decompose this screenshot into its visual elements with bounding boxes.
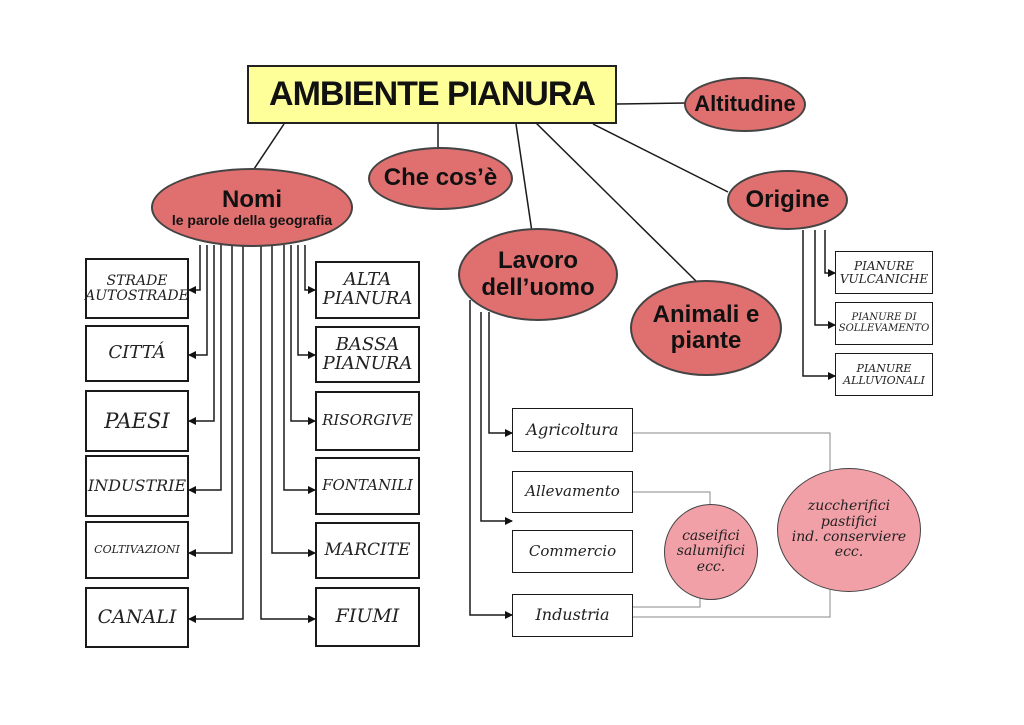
- origine-box-alluvionali-line2: ALLUVIONALI: [843, 373, 925, 387]
- nomi-box-canali-label: CANALI: [97, 605, 177, 628]
- topic-che-cose: Che cos’è: [368, 147, 513, 210]
- nomi-box-risorgive-label: RISORGIVE: [322, 411, 413, 430]
- link-industria-large: [633, 590, 831, 618]
- arrow-nomi-fontanili: [283, 245, 316, 494]
- oval-small-line3: ecc.: [696, 558, 726, 575]
- arrow-lavoro-agricoltura: [488, 312, 513, 437]
- origine-box-alluvionali-line1: PIANURE: [856, 361, 912, 375]
- arrow-nomi-canali: [188, 245, 244, 623]
- topic-origine: Origine: [727, 170, 848, 230]
- link-title-altitudine: [616, 102, 687, 105]
- nomi-box-bassa-line1: BASSA: [335, 333, 400, 355]
- link-title-lavoro: [515, 123, 533, 233]
- topic-nomi: Nomi le parole della geografia: [151, 168, 353, 247]
- nomi-box-fontanili: FONTANILI: [315, 457, 420, 515]
- link-allevamento-small: [633, 491, 711, 506]
- nomi-box-canali: CANALI: [85, 587, 189, 648]
- topic-altitudine-label: Altitudine: [694, 91, 796, 117]
- lavoro-box-industria-label: Industria: [535, 605, 610, 625]
- topic-lavoro-line1: Lavoro: [497, 247, 578, 275]
- topic-animali-line2: piante: [670, 327, 742, 354]
- oval-large-line1: zuccherifici: [807, 498, 891, 515]
- nomi-box-citta-label: CITTÁ: [108, 342, 166, 364]
- origine-box-vulcaniche-line1: PIANURE: [854, 258, 914, 273]
- nomi-box-paesi-label: PAESI: [104, 408, 170, 433]
- arrow-nomi-strade: [188, 245, 201, 294]
- map-title: AMBIENTE PIANURA: [247, 65, 617, 124]
- oval-large-line3: ind. conserviere: [791, 529, 907, 545]
- topic-lavoro: Lavoro dell’uomo: [458, 228, 618, 321]
- link-title-nomi: [251, 123, 285, 173]
- link-title-animali: [532, 119, 699, 284]
- lavoro-box-agricoltura: Agricoltura: [512, 408, 633, 452]
- arrow-nomi-alta: [304, 245, 316, 294]
- nomi-box-fiumi: FIUMI: [315, 587, 420, 647]
- nomi-box-industrie-label: INDUSTRIE: [87, 475, 187, 495]
- topic-animali: Animali e piante: [630, 280, 782, 376]
- topic-nomi-label: Nomi: [222, 185, 282, 213]
- nomi-box-strade-line2: AUTOSTRADE: [85, 287, 189, 304]
- arrow-origine-sollevamento: [814, 230, 836, 329]
- arrow-nomi-marcite: [271, 245, 316, 557]
- arrow-nomi-citta: [188, 245, 208, 359]
- arrow-nomi-risorgive: [290, 245, 316, 425]
- oval-large-line4: ecc.: [834, 544, 864, 561]
- lavoro-box-agricoltura-label: Agricoltura: [526, 419, 619, 439]
- oval-large-line2: pastifici: [820, 513, 878, 530]
- nomi-box-industrie: INDUSTRIE: [85, 455, 189, 517]
- origine-box-sollevamento-line1: PIANURE DI: [851, 312, 917, 323]
- nomi-box-coltivazioni-label: COLTIVAZIONI: [94, 543, 180, 557]
- nomi-box-paesi: PAESI: [85, 390, 189, 452]
- nomi-box-risorgive: RISORGIVE: [315, 391, 420, 451]
- nomi-box-marcite: MARCITE: [315, 522, 420, 579]
- lavoro-box-industria: Industria: [512, 594, 633, 637]
- nomi-box-citta: CITTÁ: [85, 325, 189, 382]
- lavoro-box-allevamento: Allevamento: [512, 471, 633, 513]
- arrow-nomi-fiumi: [260, 245, 316, 623]
- arrow-nomi-industrie: [188, 245, 222, 494]
- arrow-nomi-bassa: [297, 245, 316, 359]
- arrow-nomi-coltivazioni: [188, 245, 233, 557]
- oval-industrie-alimentari-small: caseifici salumifici ecc.: [664, 504, 758, 600]
- origine-box-vulcaniche-line2: VULCANICHE: [839, 271, 929, 286]
- nomi-box-marcite-label: MARCITE: [324, 539, 411, 560]
- lavoro-box-allevamento-label: Allevamento: [525, 482, 620, 501]
- arrow-lavoro-industria: [469, 300, 513, 619]
- topic-animali-line1: Animali e: [652, 300, 760, 328]
- nomi-box-bassa-line2: PIANURA: [322, 352, 413, 374]
- oval-small-line1: caseifici: [682, 527, 740, 544]
- origine-box-sollevamento-line2: SOLLEVAMENTO: [838, 322, 930, 334]
- topic-nomi-sublabel: le parole della geografia: [171, 212, 333, 228]
- arrow-lavoro-commercio: [480, 312, 513, 525]
- link-title-origine: [592, 123, 729, 193]
- lavoro-box-commercio: Commercio: [512, 530, 633, 573]
- nomi-box-fiumi-label: FIUMI: [335, 605, 400, 628]
- topic-altitudine: Altitudine: [684, 77, 806, 132]
- link-industria-small: [633, 598, 701, 608]
- arrow-nomi-paesi: [188, 245, 215, 425]
- arrow-origine-vulcaniche: [824, 230, 836, 277]
- topic-lavoro-line2: dell’uomo: [481, 273, 595, 301]
- nomi-box-alta-line1: ALTA: [343, 269, 392, 291]
- lavoro-box-commercio-label: Commercio: [528, 541, 617, 560]
- oval-small-line2: salumifici: [676, 543, 746, 560]
- nomi-box-strade-line1: STRADE: [106, 272, 168, 289]
- nomi-box-alta-line2: PIANURA: [322, 288, 413, 309]
- arrow-origine-alluvionali: [802, 230, 836, 380]
- topic-origine-label: Origine: [745, 185, 830, 213]
- nomi-box-fontanili-label: FONTANILI: [322, 476, 413, 495]
- topic-che-cose-label: Che cos’è: [383, 164, 498, 192]
- nomi-box-coltivazioni: COLTIVAZIONI: [85, 521, 189, 579]
- link-agricoltura-large: [633, 432, 831, 476]
- oval-industrie-alimentari-large: zuccherifici pastifici ind. conserviere …: [777, 468, 921, 592]
